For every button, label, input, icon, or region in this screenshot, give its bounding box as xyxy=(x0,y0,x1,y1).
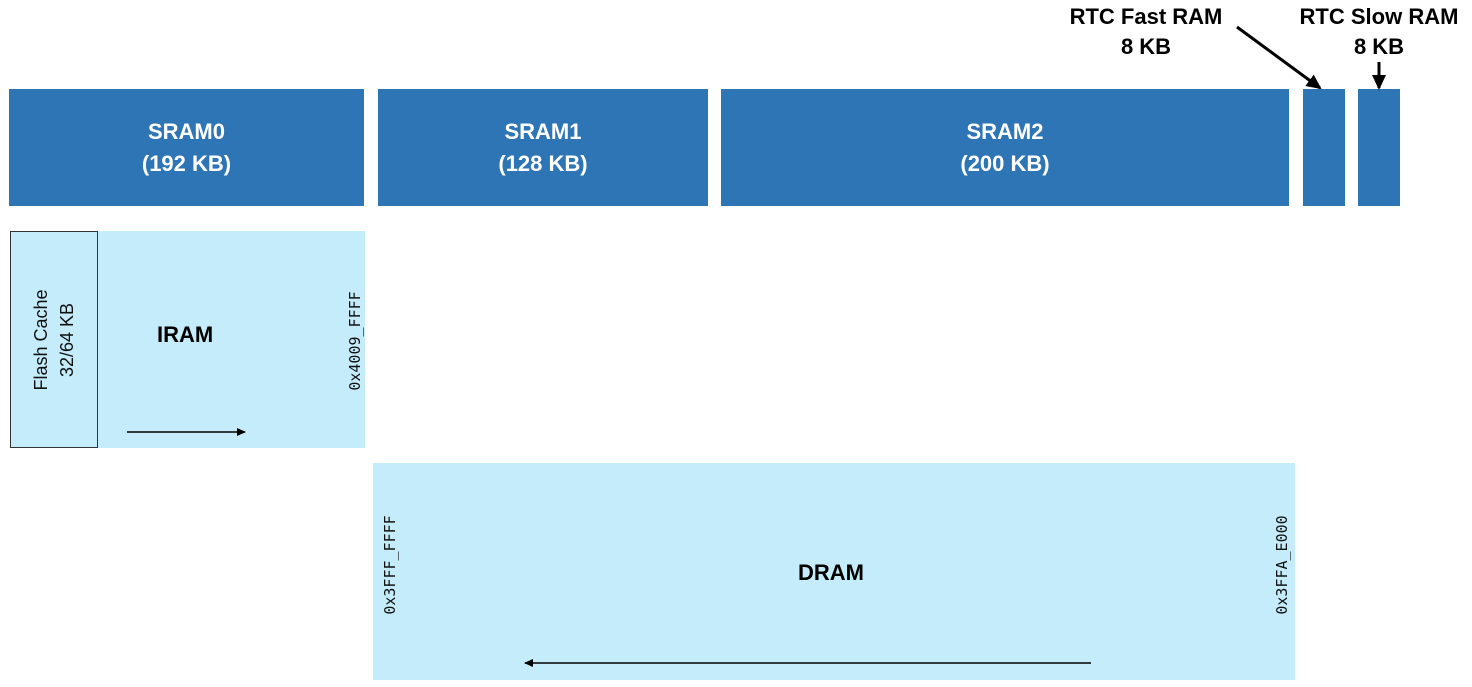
sram2-size: (200 KB) xyxy=(960,150,1050,176)
rtc-slow-block xyxy=(1358,89,1400,206)
sram0-size: (192 KB) xyxy=(141,150,232,176)
iram-label: IRAM xyxy=(157,322,214,347)
rtc-slow-label: RTC Slow RAM 8 KB xyxy=(1288,2,1470,62)
rtc-slow-name: RTC Slow RAM xyxy=(1299,4,1459,29)
rtc-fast-pointer-arrow xyxy=(1236,25,1322,90)
sram2-name: SRAM2 xyxy=(966,118,1044,144)
dram-label: DRAM xyxy=(798,560,864,585)
dram-region xyxy=(373,463,1295,680)
sram0-block: SRAM0 (192 KB) xyxy=(9,89,364,206)
rtc-fast-name: RTC Fast RAM xyxy=(1069,4,1223,29)
sram1-name: SRAM1 xyxy=(504,118,582,144)
rtc-fast-label: RTC Fast RAM 8 KB xyxy=(1060,2,1232,62)
sram0-name: SRAM0 xyxy=(147,118,225,144)
sram1-size: (128 KB) xyxy=(498,150,588,176)
rtc-slow-size: 8 KB xyxy=(1353,34,1405,59)
flash-cache-block xyxy=(10,231,98,448)
rtc-fast-block xyxy=(1303,89,1345,206)
rtc-fast-size: 8 KB xyxy=(1120,34,1172,59)
sram2-block: SRAM2 (200 KB) xyxy=(721,89,1289,206)
sram1-block: SRAM1 (128 KB) xyxy=(378,89,708,206)
